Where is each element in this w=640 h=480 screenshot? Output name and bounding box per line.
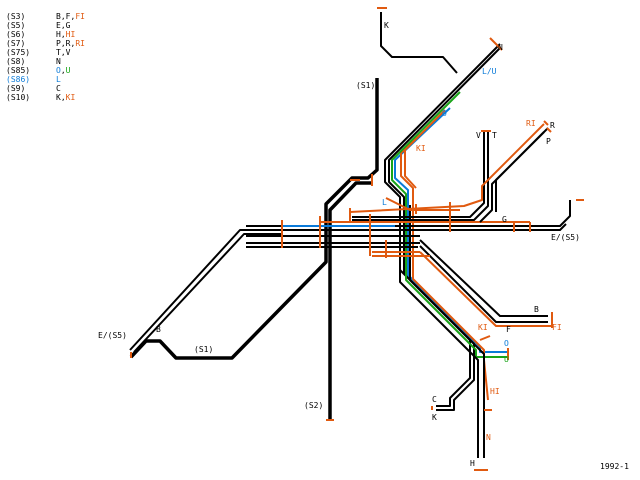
label-FI: FI — [552, 323, 562, 332]
legend-branch: N — [56, 57, 61, 66]
label-R: R — [550, 121, 555, 130]
s2-line — [328, 181, 372, 420]
legend-branch: , — [60, 93, 66, 102]
legend-branch: , — [60, 30, 66, 39]
legend-row: (S75) T,V — [6, 48, 70, 57]
legend-branch: , — [60, 48, 66, 57]
label-C: C — [432, 395, 437, 404]
west-diagonal — [129, 229, 282, 353]
legend-line-name: (S5) — [6, 21, 26, 30]
legend-line-name: (S75) — [6, 48, 31, 57]
southeast-branches — [372, 239, 552, 327]
label-G: G — [502, 215, 507, 224]
legend-line-name: (S85) — [6, 66, 31, 75]
label-U-bot: U — [504, 355, 509, 364]
label-L-mid: L — [382, 198, 387, 207]
legend-branch: , — [60, 12, 66, 21]
legend-branch: F — [65, 12, 71, 21]
trunk-bundle — [384, 43, 508, 458]
legend-branch: HI — [65, 30, 76, 39]
label-LU: L/U — [482, 67, 497, 76]
label-KI-mid: KI — [478, 323, 488, 332]
label-B-left: B — [156, 325, 161, 334]
legend-branch: U — [65, 66, 71, 75]
legend-branch: C — [56, 84, 61, 93]
legend-branch: RI — [75, 39, 85, 48]
version-label: 1992-1 — [600, 462, 629, 471]
legend-branch: L — [56, 75, 61, 84]
label-ES5-right: E/(S5) — [551, 233, 580, 242]
legend-branch: P — [56, 39, 61, 48]
label-T: T — [492, 131, 497, 140]
label-S1-bot: (S1) — [194, 345, 213, 354]
legend-branch: K — [56, 93, 61, 102]
legend-branch: E — [56, 21, 61, 30]
label-N-bot: N — [486, 433, 491, 442]
label-V: V — [476, 131, 481, 140]
legend-line-name: (S10) — [6, 93, 31, 102]
legend-branch: H — [56, 30, 61, 39]
label-O-bot: O — [504, 339, 509, 348]
legend-branch: B — [56, 12, 61, 21]
label-K-bot: K — [432, 413, 437, 422]
legend-row: (S7)P,R,RI — [6, 39, 85, 48]
legend-branch: O — [56, 66, 61, 75]
station-ticks — [130, 7, 584, 471]
legend-row: (S3)B,F,FI — [6, 12, 85, 21]
tick — [543, 120, 549, 126]
label-B-right: B — [534, 305, 539, 314]
legend-branch: T — [56, 48, 61, 57]
s10-ki-top-line — [404, 109, 446, 189]
legend-row: (S6) H,HI — [6, 30, 75, 39]
legend-row: (S86) L — [6, 75, 61, 84]
legend-row: (S5) E,G — [6, 21, 70, 30]
legend-branch: , — [70, 12, 76, 21]
legend-line-name: (S7) — [6, 39, 26, 48]
legend-branch: , — [60, 21, 66, 30]
label-RI: RI — [526, 119, 536, 128]
s10-k-top-line — [380, 12, 458, 74]
tick — [546, 127, 552, 133]
label-ES5-left: E/(S5) — [98, 331, 127, 340]
legend-line-name: (S9) — [6, 84, 26, 93]
legend-branch: G — [65, 21, 71, 30]
legend-line-name: (S86) — [6, 75, 31, 84]
legend-line-name: (S3) — [6, 12, 26, 21]
label-K-top: K — [384, 21, 389, 30]
legend-line-name: (S6) — [6, 30, 26, 39]
legend-branch: , — [60, 66, 66, 75]
label-F: F — [506, 325, 511, 334]
legend-branch: , — [60, 39, 66, 48]
station-labels: K N (S1) L/U O V T RI R P KI L G E/(S5) … — [98, 21, 580, 468]
label-KI-top: KI — [416, 144, 426, 153]
legend-branch: , — [70, 39, 76, 48]
tick — [489, 37, 503, 51]
label-O-top: O — [442, 109, 447, 118]
label-S1-top: (S1) — [356, 81, 375, 90]
legend-branch: FI — [75, 12, 85, 21]
legend-row: (S8) N — [6, 57, 61, 66]
legend-row: (S10) K,KI — [6, 93, 75, 102]
route-lines — [129, 12, 571, 458]
legend-branch: KI — [65, 93, 76, 102]
label-N-top: N — [498, 43, 503, 52]
label-HI: HI — [490, 387, 500, 396]
legend-line-name: (S8) — [6, 57, 26, 66]
label-P: P — [546, 137, 551, 146]
northeast-branches — [349, 123, 549, 223]
label-S2: (S2) — [304, 401, 323, 410]
legend-row: (S85) O,U — [6, 66, 70, 75]
legend-branch: V — [65, 48, 71, 57]
label-H: H — [470, 459, 475, 468]
east-west-bundle — [246, 200, 571, 248]
tick — [479, 335, 491, 341]
legend-row: (S9) C — [6, 84, 61, 93]
legend-branch: R — [65, 39, 71, 48]
